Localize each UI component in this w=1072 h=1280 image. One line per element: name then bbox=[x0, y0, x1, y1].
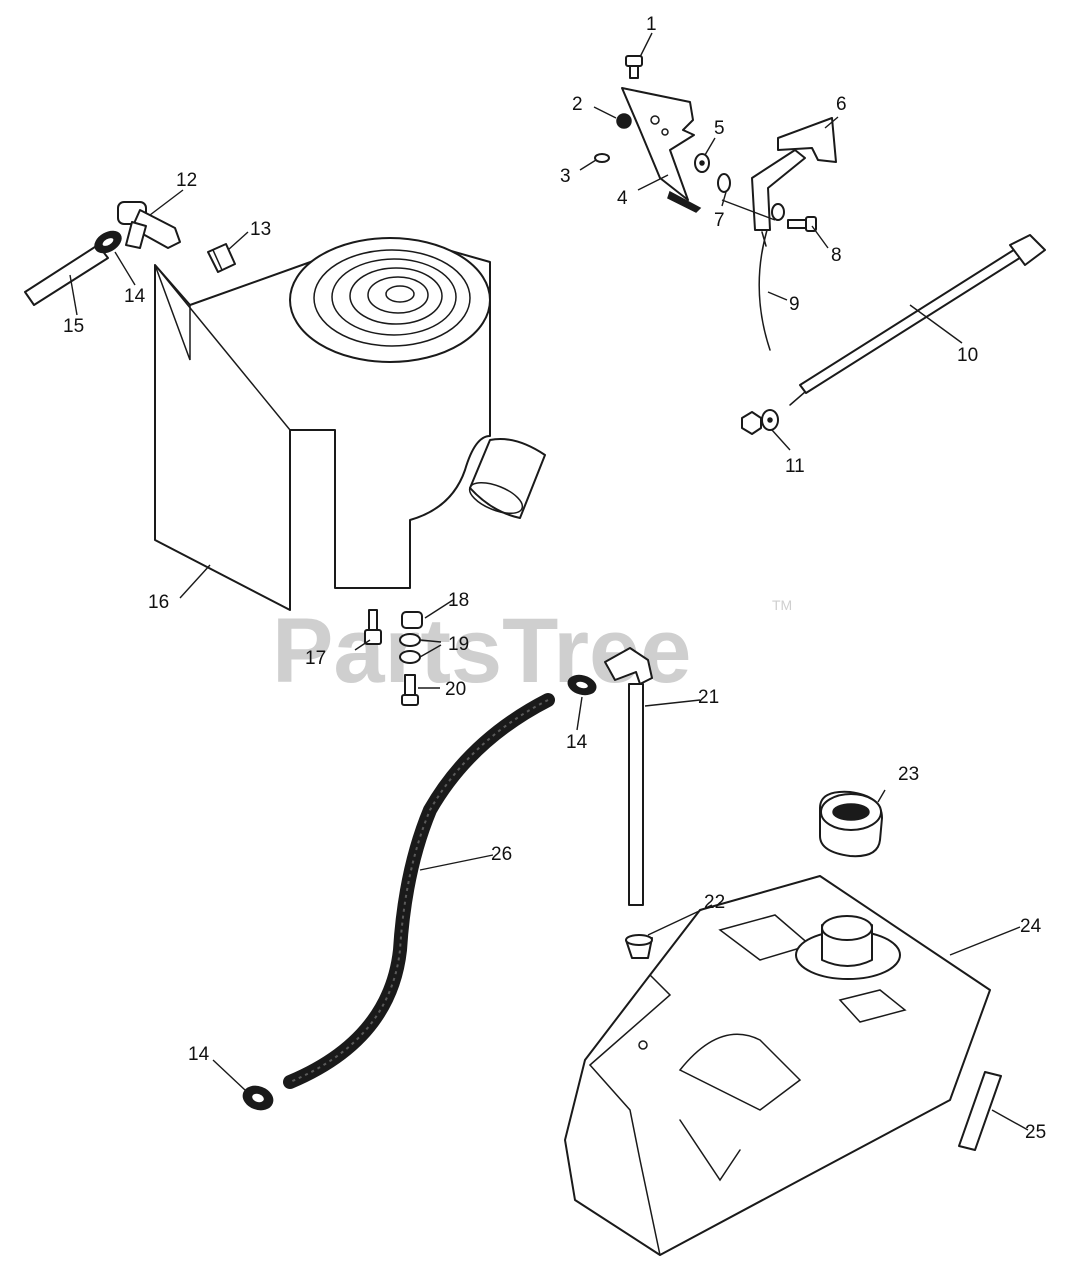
choke-cable-part bbox=[789, 234, 1046, 406]
leader-lines bbox=[69, 32, 1029, 1131]
callout-14-a: 14 bbox=[124, 286, 146, 307]
callout-10: 10 bbox=[957, 345, 978, 366]
watermark-text: PartsTree bbox=[272, 600, 691, 702]
callouts: 1 2 3 4 5 6 7 8 9 10 11 12 13 14 14 15 1… bbox=[63, 14, 1046, 1143]
hose-clamp-lower-part bbox=[242, 1085, 274, 1111]
nut-11-part bbox=[741, 411, 762, 435]
callout-13: 13 bbox=[250, 219, 271, 240]
control-bracket-part bbox=[621, 87, 702, 213]
callout-4: 4 bbox=[617, 188, 628, 209]
callout-12: 12 bbox=[176, 170, 197, 191]
washer-5-part bbox=[694, 153, 710, 173]
fuel-line-21-part bbox=[604, 647, 653, 906]
elbow-fitting-part bbox=[207, 243, 236, 273]
callout-16: 16 bbox=[148, 592, 169, 613]
fuel-hose-part bbox=[24, 244, 109, 306]
callout-15: 15 bbox=[63, 316, 84, 337]
callout-19: 19 bbox=[448, 634, 469, 655]
watermark-trademark: TM bbox=[772, 597, 792, 613]
callout-2: 2 bbox=[572, 94, 583, 115]
nut-2-part bbox=[616, 113, 632, 129]
callout-17: 17 bbox=[305, 648, 326, 669]
callout-21: 21 bbox=[698, 687, 719, 708]
washer-11-part bbox=[761, 409, 779, 431]
callout-8: 8 bbox=[831, 245, 842, 266]
tee-fitting-part bbox=[117, 201, 181, 249]
callout-14-b: 14 bbox=[566, 732, 588, 753]
washer-7-part bbox=[717, 173, 785, 221]
callout-20: 20 bbox=[445, 679, 466, 700]
callout-22: 22 bbox=[704, 892, 725, 913]
screw-1-part bbox=[625, 55, 643, 79]
callout-9: 9 bbox=[789, 294, 800, 315]
nut-18-part bbox=[401, 611, 423, 629]
callout-6: 6 bbox=[836, 94, 847, 115]
callout-23: 23 bbox=[898, 764, 919, 785]
callout-7: 7 bbox=[714, 210, 725, 231]
fuel-tank-part bbox=[564, 875, 991, 1256]
throttle-cable-9-part bbox=[758, 229, 771, 351]
callout-11: 11 bbox=[785, 456, 805, 477]
callout-18: 18 bbox=[448, 590, 469, 611]
callout-1: 1 bbox=[646, 14, 657, 35]
callout-3: 3 bbox=[560, 166, 571, 187]
callout-25: 25 bbox=[1025, 1122, 1046, 1143]
fuel-cap-part bbox=[819, 790, 883, 858]
callout-26: 26 bbox=[491, 844, 512, 865]
hose-clamp-part bbox=[94, 230, 122, 254]
callout-14-c: 14 bbox=[188, 1044, 210, 1065]
clip-3-part bbox=[594, 153, 610, 163]
callout-24: 24 bbox=[1020, 916, 1042, 937]
fuel-hose-26-part bbox=[283, 693, 555, 1089]
screw-8-part bbox=[787, 216, 817, 232]
control-lever-part bbox=[751, 117, 837, 231]
hose-clamp-upper-part bbox=[567, 674, 597, 696]
blower-housing-part bbox=[154, 237, 546, 611]
grommet-22-part bbox=[625, 934, 653, 959]
strap-25-part bbox=[958, 1071, 1002, 1151]
callout-5: 5 bbox=[714, 118, 725, 139]
bolt-20-part bbox=[401, 674, 419, 706]
